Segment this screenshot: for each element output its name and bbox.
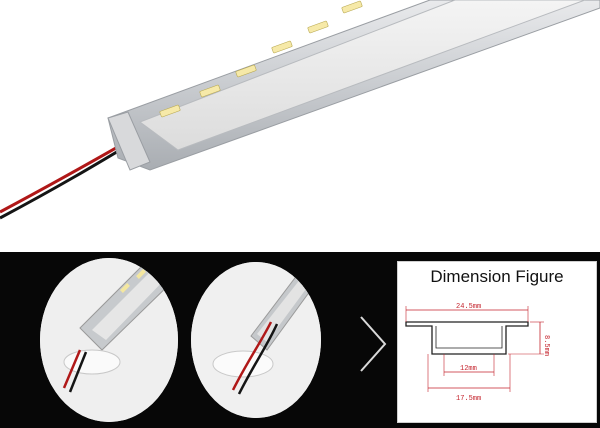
profile-outline	[405, 321, 529, 355]
dimension-figure-title: Dimension Figure	[430, 267, 564, 286]
end-cap-illustration	[40, 258, 178, 422]
inner-bottom-label: 12mm	[460, 365, 477, 373]
chevron-right-icon	[357, 315, 389, 378]
overall-width-label: 24.5mm	[456, 303, 481, 311]
smd-led-row	[159, 0, 363, 118]
dimension-figure-panel: Dimension Figure 24.5mm 8.5mm 12mm 17.5m…	[397, 261, 597, 423]
profile-cross-section-diagram: 24.5mm 8.5mm 12mm 17.5mm	[405, 303, 550, 403]
height-label: 8.5mm	[542, 335, 550, 356]
bottom-width-label: 17.5mm	[456, 395, 481, 403]
product-photo	[0, 0, 600, 220]
wire-entry-illustration	[191, 262, 321, 418]
wire-entry-detail-photo	[191, 262, 321, 418]
end-cap-detail-photo	[40, 258, 178, 422]
led-profile-illustration	[0, 0, 600, 220]
